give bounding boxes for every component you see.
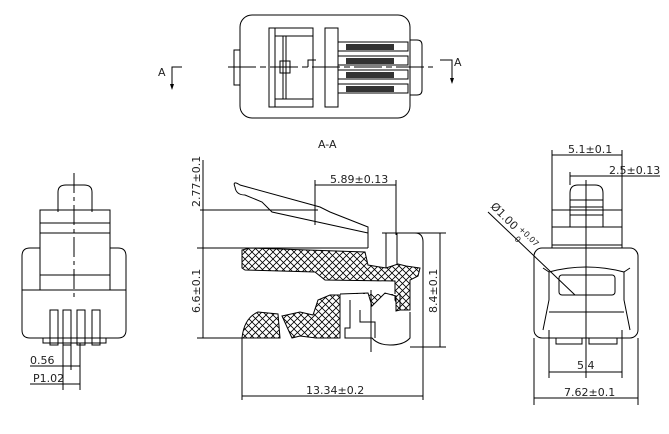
hatched-rear	[241, 311, 281, 339]
contact-window	[558, 274, 616, 296]
section-view: 5.89±0.13 13.34±0.2 2.77±0.1 6.6±0.1 8.4…	[190, 156, 446, 400]
dim-pin-width: 0.56	[30, 354, 55, 367]
section-marker-right: A	[454, 56, 462, 69]
contact-outline	[359, 310, 376, 338]
latch-bottom-edge	[234, 186, 369, 234]
latch-top-edge	[233, 182, 369, 248]
pin	[49, 309, 59, 346]
upper-block	[551, 209, 623, 249]
contact-slot	[337, 83, 409, 94]
pin	[76, 309, 86, 346]
pin	[62, 309, 72, 346]
dim-pin-pitch: P1.02	[33, 372, 64, 385]
arrowhead-icon	[170, 84, 174, 90]
dim-latch-length: 5.89±0.13	[330, 173, 388, 186]
contact-outline	[344, 300, 411, 346]
pins	[49, 309, 101, 346]
front-view: 0.56 P1.02	[21, 173, 127, 390]
contact-blades	[337, 41, 409, 94]
dim-total-width: 7.62±0.1	[564, 386, 615, 399]
dim-hole-tol-lower: 0	[513, 235, 523, 245]
dim-total-length: 13.34±0.2	[306, 384, 364, 397]
cavity-sides	[542, 272, 631, 331]
contact-blade	[346, 44, 394, 50]
contact-blade	[346, 86, 394, 92]
latch-outline	[57, 184, 93, 212]
dim-latch-width: 2.5±0.13	[609, 164, 660, 177]
upper-block	[39, 209, 111, 291]
dim-inner-width: 5.4	[577, 359, 595, 372]
hatched-body	[241, 247, 421, 311]
hole-callout: Ø1.00 +0.07 0	[488, 200, 541, 248]
top-view: A A	[158, 14, 462, 119]
pin-pad	[555, 337, 583, 345]
dim-top-width: 5.1±0.1	[568, 143, 612, 156]
arrowhead-icon	[450, 78, 454, 84]
leader-line	[487, 211, 576, 296]
base-strip	[42, 337, 107, 344]
pin	[91, 309, 101, 346]
hatched-strain-relief	[281, 294, 341, 339]
dim-latch-height: 2.77±0.1	[190, 156, 203, 207]
contact-slot	[337, 41, 409, 52]
section-marker-left: A	[158, 66, 166, 79]
pin-pad	[588, 337, 618, 345]
hatched-contact-area	[339, 292, 401, 312]
contact-slot	[337, 55, 409, 66]
dim-body-height: 6.6±0.1	[190, 269, 203, 313]
section-arrow-left	[171, 66, 182, 88]
contact-slot	[337, 69, 409, 80]
dim-total-height: 8.4±0.1	[427, 269, 440, 313]
frame-notch	[307, 59, 316, 67]
section-arrow-right	[440, 59, 453, 82]
contact-blade	[346, 72, 394, 78]
section-title: A-A	[318, 138, 337, 151]
contact-blade	[346, 58, 394, 64]
end-view: 5.1±0.1 2.5±0.13 5.4 7.62±0.1 Ø1.00 +0.0…	[487, 143, 660, 405]
